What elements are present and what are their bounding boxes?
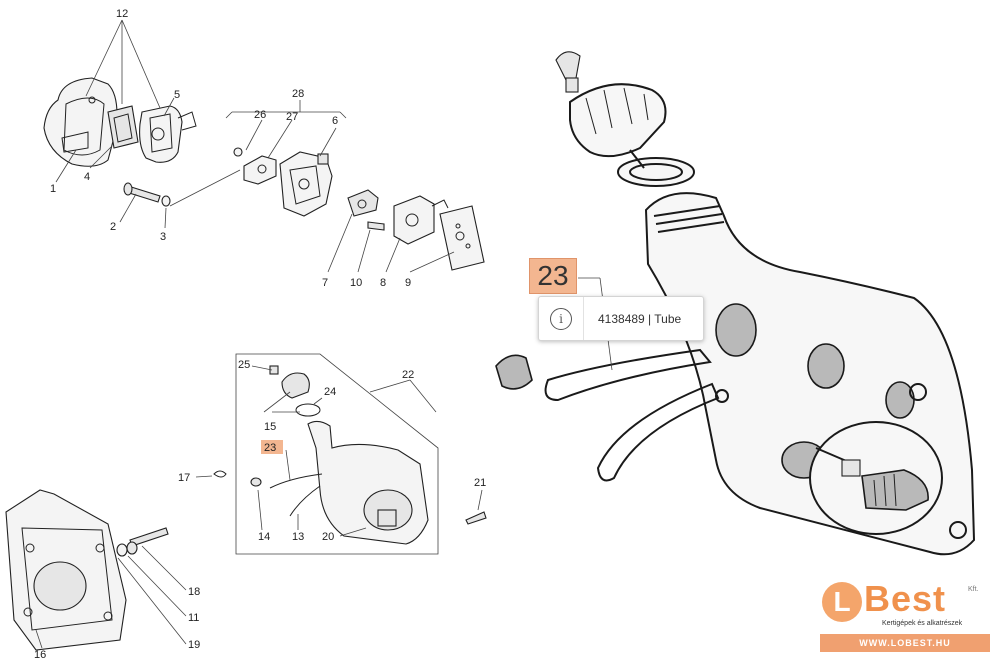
clip	[233, 147, 243, 157]
callout-2[interactable]: 2	[110, 221, 116, 233]
large-tube	[544, 348, 720, 482]
callout-16[interactable]: 16	[34, 649, 46, 661]
screw	[367, 221, 385, 231]
gasket	[439, 205, 485, 271]
large-grommet	[495, 354, 533, 390]
callout-22[interactable]: 22	[402, 369, 414, 381]
callout-17[interactable]: 17	[178, 472, 190, 484]
tooltip-text[interactable]: 4138489 | Tube	[598, 311, 682, 326]
callout-14[interactable]: 14	[258, 531, 270, 543]
logo-url[interactable]: WWW.LOBEST.HU	[820, 634, 990, 652]
large-fuel-cap	[555, 51, 667, 158]
cover-housing	[5, 489, 127, 651]
callout-5[interactable]: 5	[174, 89, 180, 101]
callout-8[interactable]: 8	[380, 277, 386, 289]
callout-27[interactable]: 27	[286, 111, 298, 123]
callout-19[interactable]: 19	[188, 639, 200, 651]
cover-washer-a	[126, 541, 138, 555]
callout-7[interactable]: 7	[322, 277, 328, 289]
spacer	[347, 189, 379, 217]
bracket	[243, 155, 277, 185]
callout-20[interactable]: 20	[322, 531, 334, 543]
callout-15[interactable]: 15	[264, 421, 276, 433]
callout-3[interactable]: 3	[160, 231, 166, 243]
logo-mark: L	[822, 582, 862, 622]
callout-26[interactable]: 26	[254, 109, 266, 121]
info-icon: i	[550, 307, 572, 330]
callout-23-highlight	[261, 440, 283, 454]
callout-23-large[interactable]: 23	[529, 258, 577, 294]
callout-21[interactable]: 21	[474, 477, 486, 489]
filter-holder	[139, 105, 197, 163]
callout-23[interactable]: 23	[264, 442, 276, 454]
large-fuel-filter	[815, 447, 929, 511]
callout-25[interactable]: 25	[238, 359, 250, 371]
intake-manifold	[393, 195, 449, 245]
callout-9[interactable]: 9	[405, 277, 411, 289]
callout-11[interactable]: 11	[188, 612, 199, 624]
callout-12[interactable]: 12	[116, 8, 128, 20]
callout-24[interactable]: 24	[324, 386, 336, 398]
hose-clip	[213, 470, 227, 478]
callout-6[interactable]: 6	[332, 115, 338, 127]
air-filter-cover	[43, 77, 118, 167]
cover-washer-b	[116, 543, 128, 557]
small-tank-cap	[281, 372, 310, 399]
small-tube	[269, 473, 323, 517]
tapping-screw	[465, 511, 487, 525]
callout-28[interactable]: 28	[292, 88, 304, 100]
logo-kft: Kft.	[968, 586, 979, 593]
callout-1[interactable]: 1	[50, 183, 56, 195]
logo-tagline: Kertigépek és alkatrészek	[882, 620, 963, 627]
callout-4[interactable]: 4	[84, 171, 90, 183]
washer	[161, 195, 171, 207]
bolt	[123, 182, 161, 203]
callout-10[interactable]: 10	[350, 277, 362, 289]
callout-18[interactable]: 18	[188, 586, 200, 598]
info-icon-wrap: i	[539, 297, 584, 340]
small-grommet	[250, 477, 262, 487]
air-filter	[107, 105, 139, 149]
small-tank-ring	[295, 403, 321, 417]
callout-13[interactable]: 13	[292, 531, 304, 543]
part-tooltip: i 4138489 | Tube	[538, 296, 704, 341]
carburetor	[279, 151, 333, 217]
brand-logo: L Best Kft. Kertigépek és alkatrészek WW…	[820, 578, 992, 656]
large-cap-seal	[617, 157, 695, 187]
logo-name: Best	[864, 578, 947, 619]
small-fuel-tank	[307, 420, 429, 545]
